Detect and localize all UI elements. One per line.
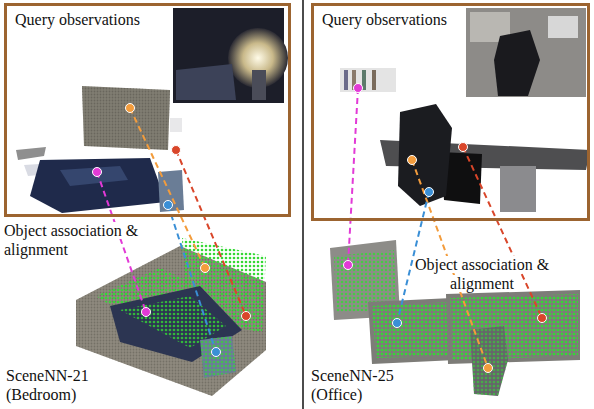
query-panel: Query observations [311, 3, 590, 221]
desk-aligned [372, 302, 452, 358]
object-dot [212, 348, 221, 357]
bed-cloud [30, 158, 166, 213]
book [344, 70, 348, 90]
figure-label-box: Object association & alignment [4, 221, 176, 259]
chair-cloud [398, 104, 452, 206]
drawer-cloud [500, 166, 536, 212]
object-dot [538, 314, 547, 323]
object-dot [164, 201, 173, 210]
photo-monitor [548, 16, 578, 38]
object-dot [126, 104, 135, 113]
photo-ground [466, 8, 586, 97]
figure-label-box: SceneNN-25 (Office) [311, 366, 423, 404]
object-dot [142, 308, 151, 317]
object-dot [393, 319, 402, 328]
object-dots [93, 84, 547, 373]
lamp-map-cloud [200, 336, 236, 378]
figure-label-box: Object association & alignment [412, 255, 552, 293]
object-dot [425, 188, 434, 197]
desk2-map-cloud [446, 290, 580, 364]
object-dot [484, 364, 493, 373]
association-lines [97, 88, 542, 368]
object-dot [408, 156, 417, 165]
bed-shading [60, 166, 128, 186]
photo-bed [176, 64, 236, 100]
object-dot [93, 168, 102, 177]
painting-texture [82, 86, 170, 150]
object-dot [242, 312, 251, 321]
association-line [168, 205, 216, 352]
object-dot [459, 143, 468, 152]
bedroom-photo [173, 8, 288, 103]
shelf-cloud [340, 68, 396, 92]
lamp-aligned [200, 336, 236, 378]
figure-label: SceneNN-21 (Bedroom) [6, 367, 89, 403]
chair-map-cloud [470, 326, 508, 396]
photo-nightstand [252, 70, 266, 100]
photo-chair [494, 30, 540, 96]
bedroom-map-cloud [76, 238, 266, 396]
association-line [130, 108, 205, 268]
association-line [348, 88, 358, 265]
lamp-shade [170, 118, 182, 132]
painting-cloud [82, 86, 170, 150]
figure-label: SceneNN-25 (Office) [311, 367, 394, 403]
association-line [176, 150, 246, 316]
chair-cloud [16, 147, 46, 160]
chair-aligned [470, 326, 508, 396]
object-dot [354, 84, 363, 93]
object-dot [172, 146, 181, 155]
panel-heading: Query observations [322, 11, 447, 29]
association-line [463, 147, 542, 318]
association-line [97, 172, 146, 312]
panel-heading: Query observations [15, 11, 140, 29]
query-panel: Query observations [4, 3, 291, 217]
bedroom-query-cloud [16, 86, 184, 213]
desk2-aligned [450, 294, 578, 360]
figure-label-box: SceneNN-21 (Bedroom) [6, 366, 118, 404]
divider [302, 0, 304, 409]
figure-label: Object association & alignment [415, 256, 549, 292]
office-photo [466, 8, 586, 97]
figure-label: Object association & alignment [4, 222, 138, 258]
object-dot [201, 264, 210, 273]
desk-map-cloud [368, 298, 456, 364]
book [372, 70, 376, 90]
object-dot [344, 261, 353, 270]
